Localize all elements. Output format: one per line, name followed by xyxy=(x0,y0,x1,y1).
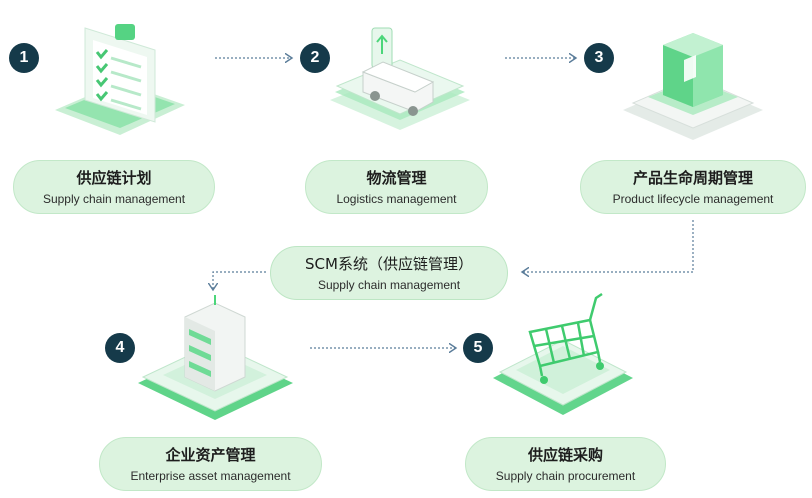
step-4-subtitle: Enterprise asset management xyxy=(130,468,291,483)
arrow-center-to-4 xyxy=(213,271,266,290)
step-1-card: 供应链计划 Supply chain management xyxy=(13,160,215,214)
step-1-title: 供应链计划 xyxy=(76,168,152,187)
step-4-title: 企业资产管理 xyxy=(165,445,256,464)
step-5-title: 供应链采购 xyxy=(527,445,603,464)
scm-system-subtitle: Supply chain management xyxy=(317,277,461,292)
clipboard-checklist-icon xyxy=(55,24,185,135)
step-number-badge-4: 4 xyxy=(105,333,135,363)
step-1-subtitle: Supply chain management xyxy=(42,191,186,206)
step-2-subtitle: Logistics management xyxy=(336,191,457,206)
step-3-subtitle: Product lifecycle management xyxy=(612,191,774,206)
scm-system-title: SCM系统（供应链管理） xyxy=(305,254,473,273)
server-stack-icon xyxy=(138,295,293,420)
step-2-card: 物流管理 Logistics management xyxy=(305,160,488,214)
step-2-title: 物流管理 xyxy=(366,168,427,187)
step-3-card: 产品生命周期管理 Product lifecycle management xyxy=(580,160,806,214)
shopping-cart-icon xyxy=(493,292,633,415)
step-5-subtitle: Supply chain procurement xyxy=(495,468,636,483)
arrow-3-to-center xyxy=(522,220,694,272)
step-4-card: 企业资产管理 Enterprise asset management xyxy=(99,437,322,491)
step-number-badge-3: 3 xyxy=(584,43,614,73)
step-number-badge-1: 1 xyxy=(9,43,39,73)
step-3-title: 产品生命周期管理 xyxy=(632,168,753,187)
step-5-card: 供应链采购 Supply chain procurement xyxy=(465,437,666,491)
delivery-van-icon xyxy=(330,27,470,130)
scm-system-card: SCM系统（供应链管理） Supply chain management xyxy=(270,246,508,300)
step-number-badge-2: 2 xyxy=(300,43,330,73)
step-number-badge-5: 5 xyxy=(463,333,493,363)
cube-box-icon xyxy=(623,33,763,140)
